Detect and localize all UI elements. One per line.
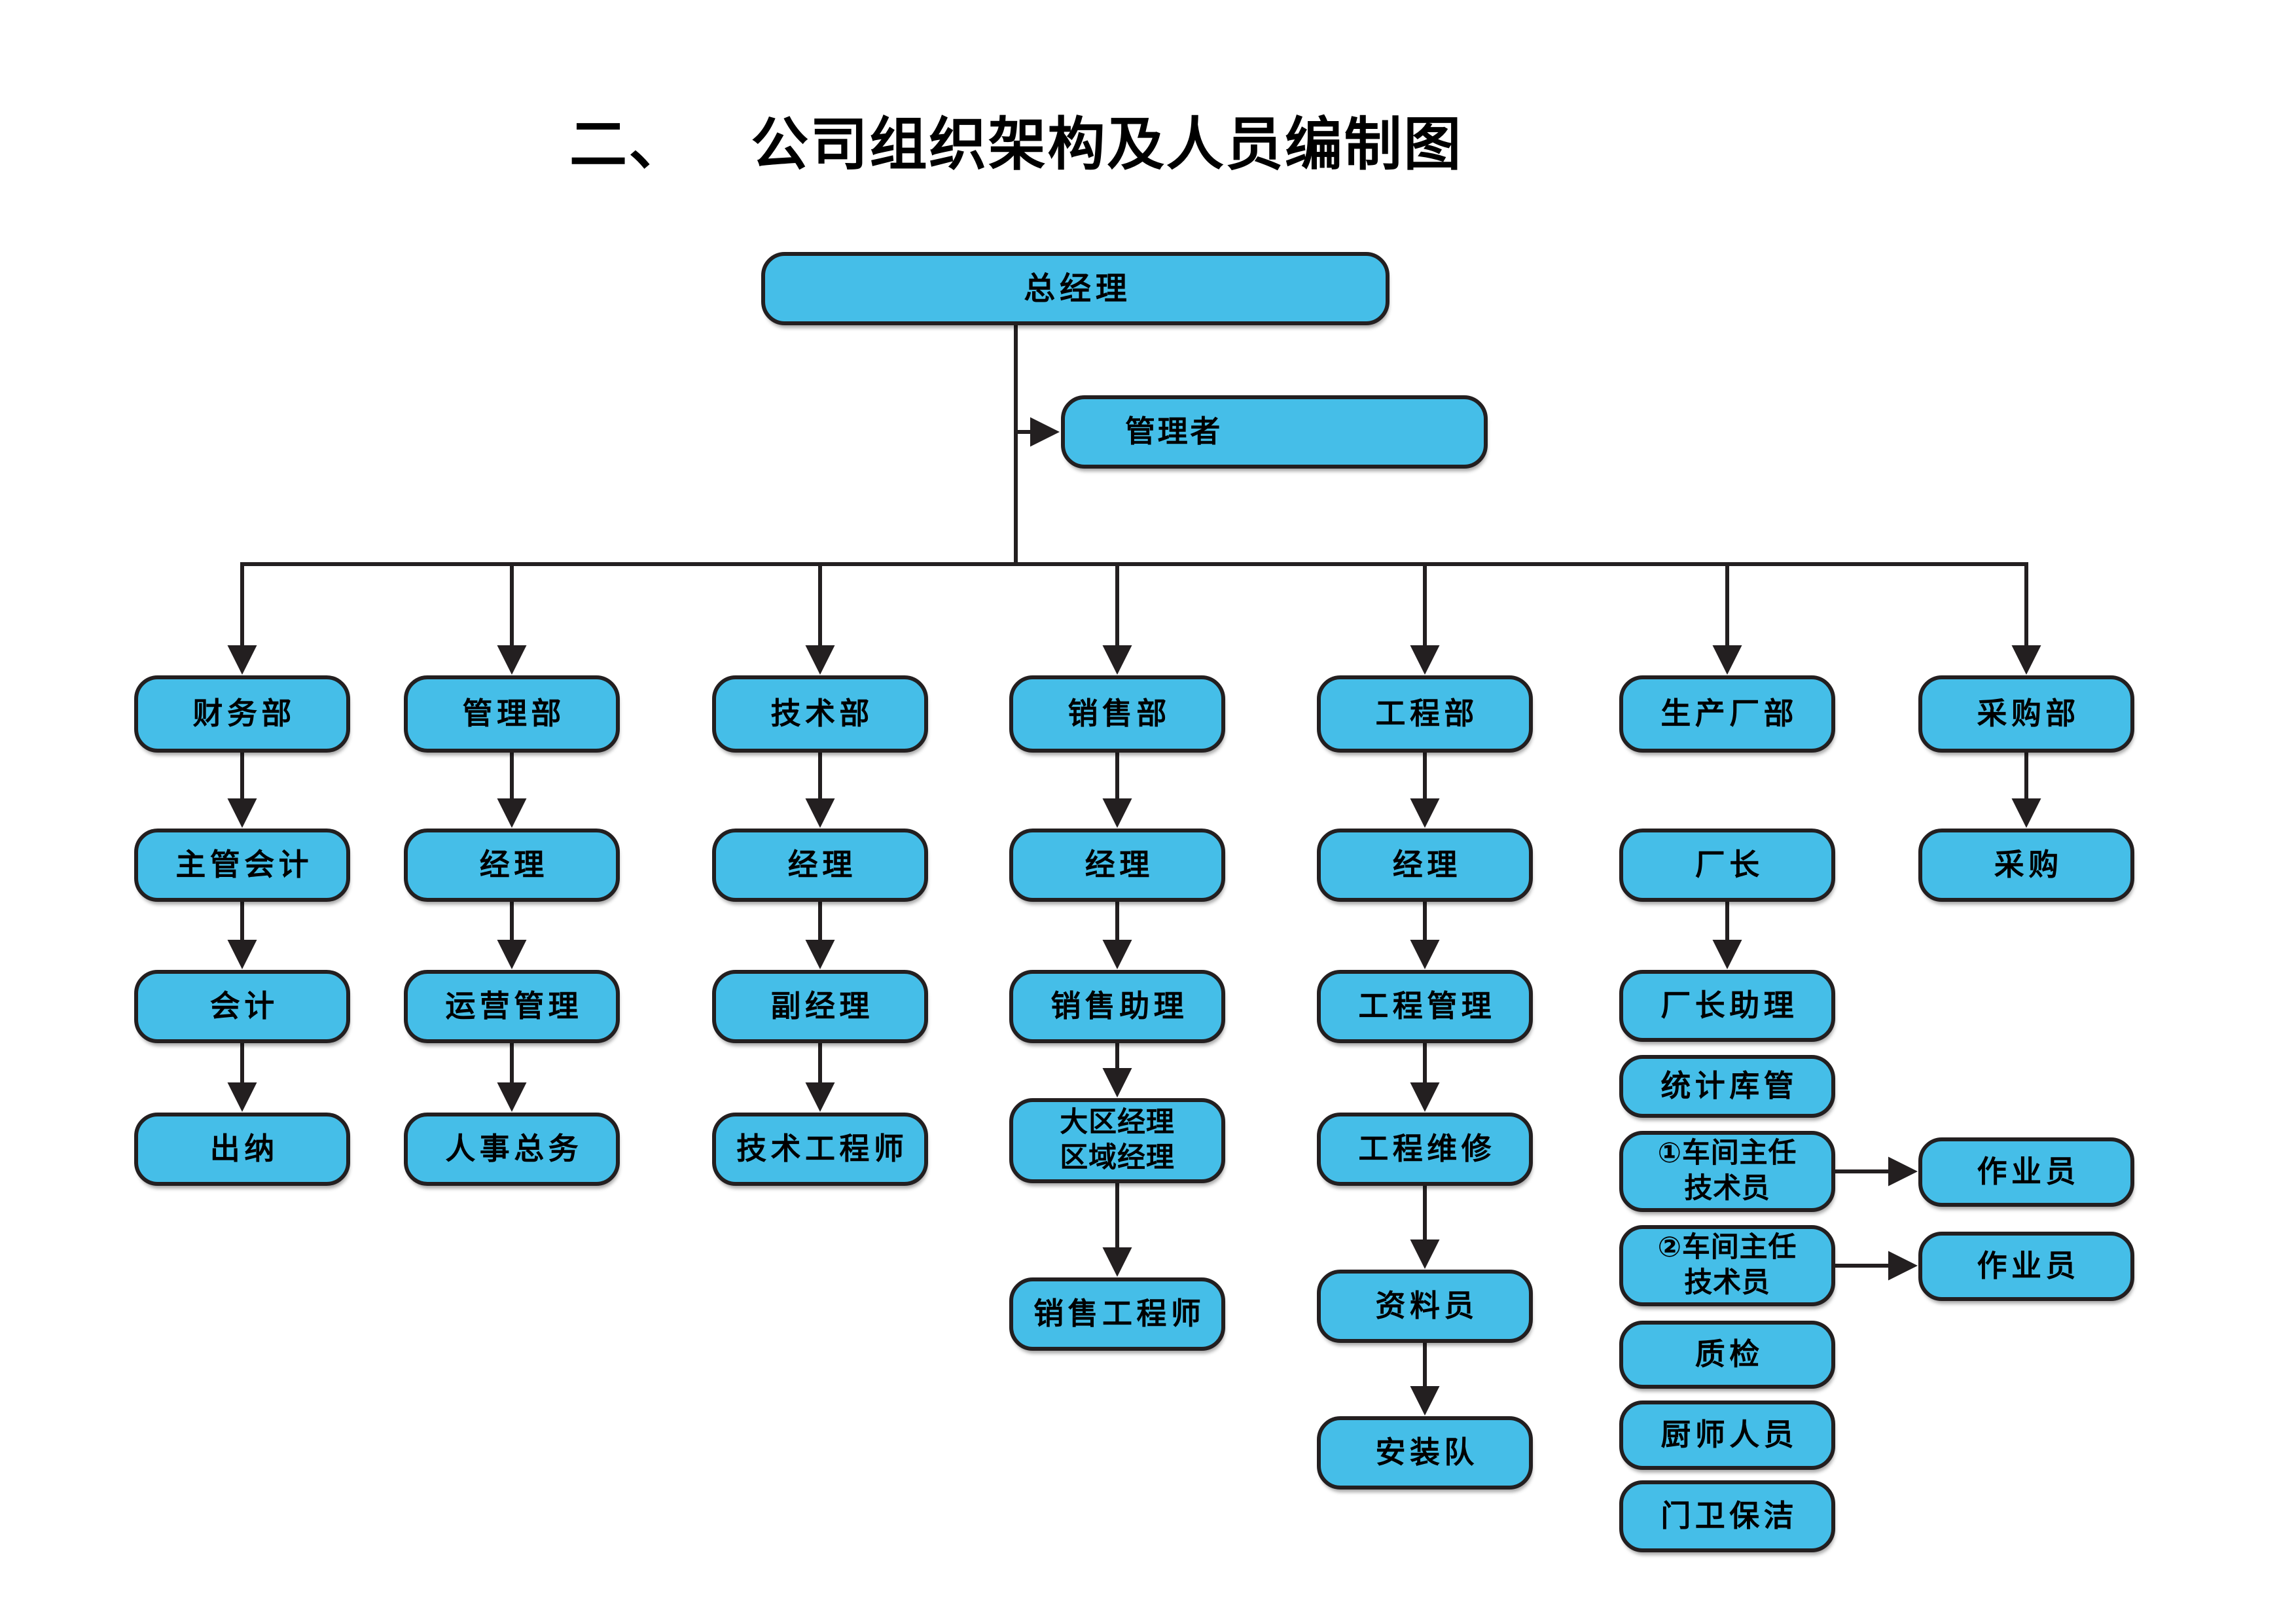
node-prod-workshop1-director: ①车间主任 技术员 bbox=[1619, 1131, 1835, 1212]
node-eng-documentation: 资料员 bbox=[1317, 1270, 1533, 1343]
node-tech-engineer: 技术工程师 bbox=[712, 1113, 928, 1186]
node-dept-engineering: 工程部 bbox=[1317, 675, 1533, 753]
node-sales-regional-manager: 大区经理 区域经理 bbox=[1009, 1098, 1225, 1183]
node-prod-director-assistant: 厂长助理 bbox=[1619, 970, 1835, 1042]
node-operator-2: 作业员 bbox=[1918, 1232, 2134, 1301]
node-dept-admin: 管理部 bbox=[404, 675, 620, 753]
node-prod-workshop2-director: ②车间主任 技术员 bbox=[1619, 1225, 1835, 1306]
node-eng-manager: 经理 bbox=[1317, 829, 1533, 902]
node-finance-accountant: 会计 bbox=[134, 970, 350, 1043]
node-sales-engineer: 销售工程师 bbox=[1009, 1277, 1225, 1351]
node-tech-deputy-manager: 副经理 bbox=[712, 970, 928, 1043]
node-dept-tech: 技术部 bbox=[712, 675, 928, 753]
node-dept-sales: 销售部 bbox=[1009, 675, 1225, 753]
node-sales-manager: 经理 bbox=[1009, 829, 1225, 902]
node-eng-management: 工程管理 bbox=[1317, 970, 1533, 1043]
node-prod-stats-warehouse: 统计库管 bbox=[1619, 1055, 1835, 1118]
node-eng-installation-team: 安装队 bbox=[1317, 1416, 1533, 1489]
title-text: 公司组织架构及人员编制图 bbox=[751, 111, 1463, 178]
node-admin-manager: 经理 bbox=[404, 829, 620, 902]
node-eng-maintenance: 工程维修 bbox=[1317, 1113, 1533, 1186]
node-prod-kitchen-staff: 厨师人员 bbox=[1619, 1400, 1835, 1470]
node-prod-quality-inspection: 质检 bbox=[1619, 1321, 1835, 1389]
node-purchasing-buyer: 采购 bbox=[1918, 829, 2134, 902]
node-operator-1: 作业员 bbox=[1918, 1137, 2134, 1207]
node-finance-chief-accountant: 主管会计 bbox=[134, 829, 350, 902]
node-admin-operations: 运营管理 bbox=[404, 970, 620, 1043]
node-finance-cashier: 出纳 bbox=[134, 1113, 350, 1186]
node-general-manager: 总经理 bbox=[761, 252, 1390, 325]
title-numbering: 二、 bbox=[569, 111, 689, 178]
node-dept-finance: 财务部 bbox=[134, 675, 350, 753]
node-prod-guard-cleaning: 门卫保洁 bbox=[1619, 1480, 1835, 1552]
page-title: 二、 公司组织架构及人员编制图 bbox=[569, 98, 1463, 181]
node-dept-purchasing: 采购部 bbox=[1918, 675, 2134, 753]
node-manager: 管理者 bbox=[1061, 395, 1488, 469]
node-admin-hr-general-affairs: 人事总务 bbox=[404, 1113, 620, 1186]
node-tech-manager: 经理 bbox=[712, 829, 928, 902]
node-sales-assistant: 销售助理 bbox=[1009, 970, 1225, 1043]
node-dept-production: 生产厂部 bbox=[1619, 675, 1835, 753]
node-prod-factory-director: 厂长 bbox=[1619, 829, 1835, 902]
